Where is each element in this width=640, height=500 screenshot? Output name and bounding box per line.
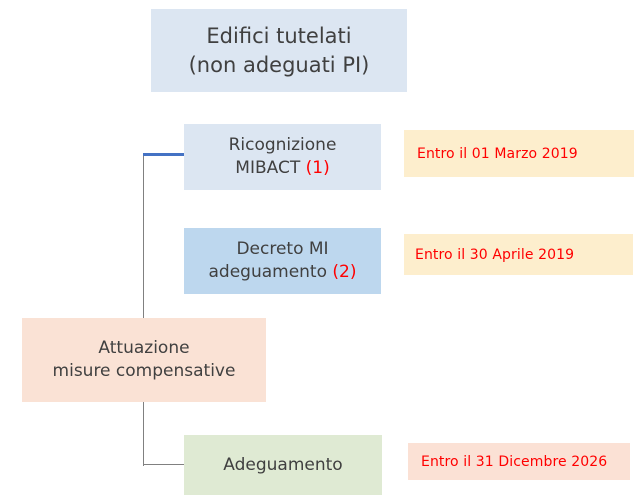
node-adeguamento: Adeguamento	[184, 435, 382, 495]
node-ricognizione-marker: (1)	[305, 158, 330, 178]
node-decreto-line2: adeguamento	[208, 262, 327, 282]
connector-attuazione-stub	[143, 303, 144, 319]
node-decreto-line1: Decreto MI	[236, 239, 329, 260]
node-edifici-tutelati-line1: Edifici tutelati	[206, 24, 352, 49]
connector-branch-ricognizione	[143, 153, 185, 156]
node-edifici-tutelati: Edifici tutelati (non adeguati PI)	[151, 9, 407, 92]
node-edifici-tutelati-label: Edifici tutelati (non adeguati PI)	[151, 22, 407, 79]
node-ricognizione-line1: Ricognizione	[228, 135, 337, 156]
note-deadline-ricognizione-text: Entro il 01 Marzo 2019	[417, 145, 578, 162]
note-deadline-adeguamento: Entro il 31 Dicembre 2026	[408, 443, 630, 480]
note-deadline-ricognizione: Entro il 01 Marzo 2019	[404, 130, 634, 177]
connector-branch-adeguamento	[143, 464, 185, 465]
note-deadline-adeguamento-text: Entro il 31 Dicembre 2026	[421, 453, 608, 470]
node-decreto-marker: (2)	[332, 262, 357, 282]
node-adeguamento-label: Adeguamento	[223, 454, 343, 475]
note-deadline-decreto-text: Entro il 30 Aprile 2019	[415, 246, 575, 263]
node-attuazione-line1: Attuazione	[98, 338, 190, 359]
node-edifici-tutelati-line2: (non adeguati PI)	[188, 52, 370, 77]
node-ricognizione-line2: MIBACT	[235, 158, 301, 178]
node-attuazione-line2: misure compensative	[52, 361, 236, 381]
note-deadline-decreto: Entro il 30 Aprile 2019	[404, 234, 633, 275]
